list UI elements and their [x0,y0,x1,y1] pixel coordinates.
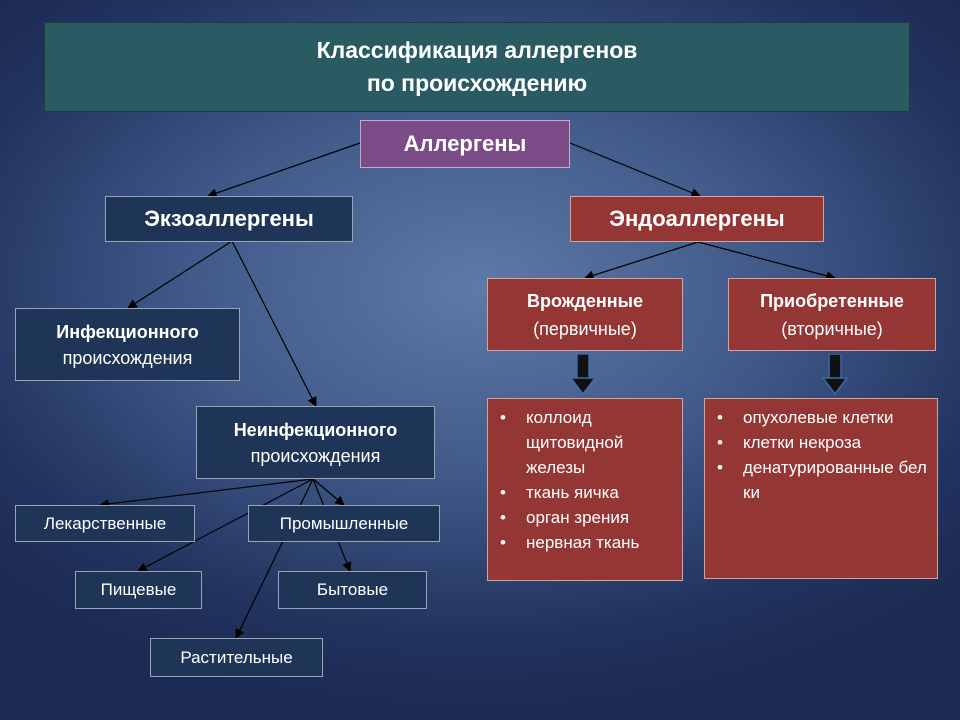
list-item: орган зрения [496,505,672,530]
arrow-root-endo [569,142,701,198]
list-item: ткань яичка [496,480,672,505]
node-congenital: Врожденные (первичные) [487,278,683,351]
node-infectious-line2: происхождения [62,347,193,368]
arrow-exo-noninfectious [231,240,317,407]
down-arrow-icon [822,354,848,396]
acquired-list: опухолевые клетки клетки некроза денатур… [704,398,938,579]
node-industrial: Промышленные [248,505,440,542]
list-item: нервная ткань [496,530,672,555]
node-congenital-line2: (первичные) [533,318,637,339]
node-exoallergens: Экзоаллергены [105,196,353,242]
list-item: клетки некроза [713,430,927,455]
node-household: Бытовые [278,571,427,609]
arrow-nonin-plant [235,478,314,639]
page-title: Классификация аллергенов по происхождени… [44,22,910,112]
arrow-endo-acquired [697,241,836,281]
arrow-root-exo [207,142,361,198]
list-item: опухолевые клетки [713,405,927,430]
title-line2: по происхождению [366,70,588,96]
node-endoallergens: Эндоаллергены [570,196,824,242]
node-drug-label: Лекарственные [43,513,167,533]
node-plant-label: Растительные [180,647,293,667]
node-infectious: Инфекционного происхождения [15,308,240,381]
arrow-exo-infectious [127,240,233,309]
node-endoallergens-label: Эндоаллергены [609,206,785,231]
congenital-list: коллоид щитовидной железы ткань яичка ор… [487,398,683,581]
list-item: денатурированные белки [713,455,927,505]
node-acquired: Приобретенные (вторичные) [728,278,936,351]
node-food-label: Пищевые [100,580,177,599]
arrow-nonin-industrial [312,478,345,506]
arrow-nonin-drug [99,478,314,509]
node-acquired-line1: Приобретенные [760,290,904,311]
arrow-nonin-food [137,478,314,572]
node-infectious-line1: Инфекционного [56,321,199,342]
node-household-label: Бытовые [316,580,389,599]
title-line1: Классификация аллергенов [316,37,638,63]
arrow-endo-congenital [584,241,699,280]
node-drug: Лекарственные [15,505,195,542]
node-exoallergens-label: Экзоаллергены [144,206,314,231]
node-industrial-label: Промышленные [279,513,409,533]
node-noninfectious: Неинфекционного происхождения [196,406,435,479]
node-plant: Растительные [150,638,323,677]
node-congenital-line1: Врожденные [526,290,644,311]
down-arrow-icon [570,354,596,396]
node-allergens-label: Аллергены [403,131,527,156]
list-item: коллоид щитовидной железы [496,405,672,480]
node-noninfectious-line1: Неинфекционного [233,419,398,440]
node-food: Пищевые [75,571,202,609]
node-noninfectious-line2: происхождения [250,445,381,466]
node-acquired-line2: (вторичные) [781,318,883,339]
node-allergens: Аллергены [360,120,570,168]
